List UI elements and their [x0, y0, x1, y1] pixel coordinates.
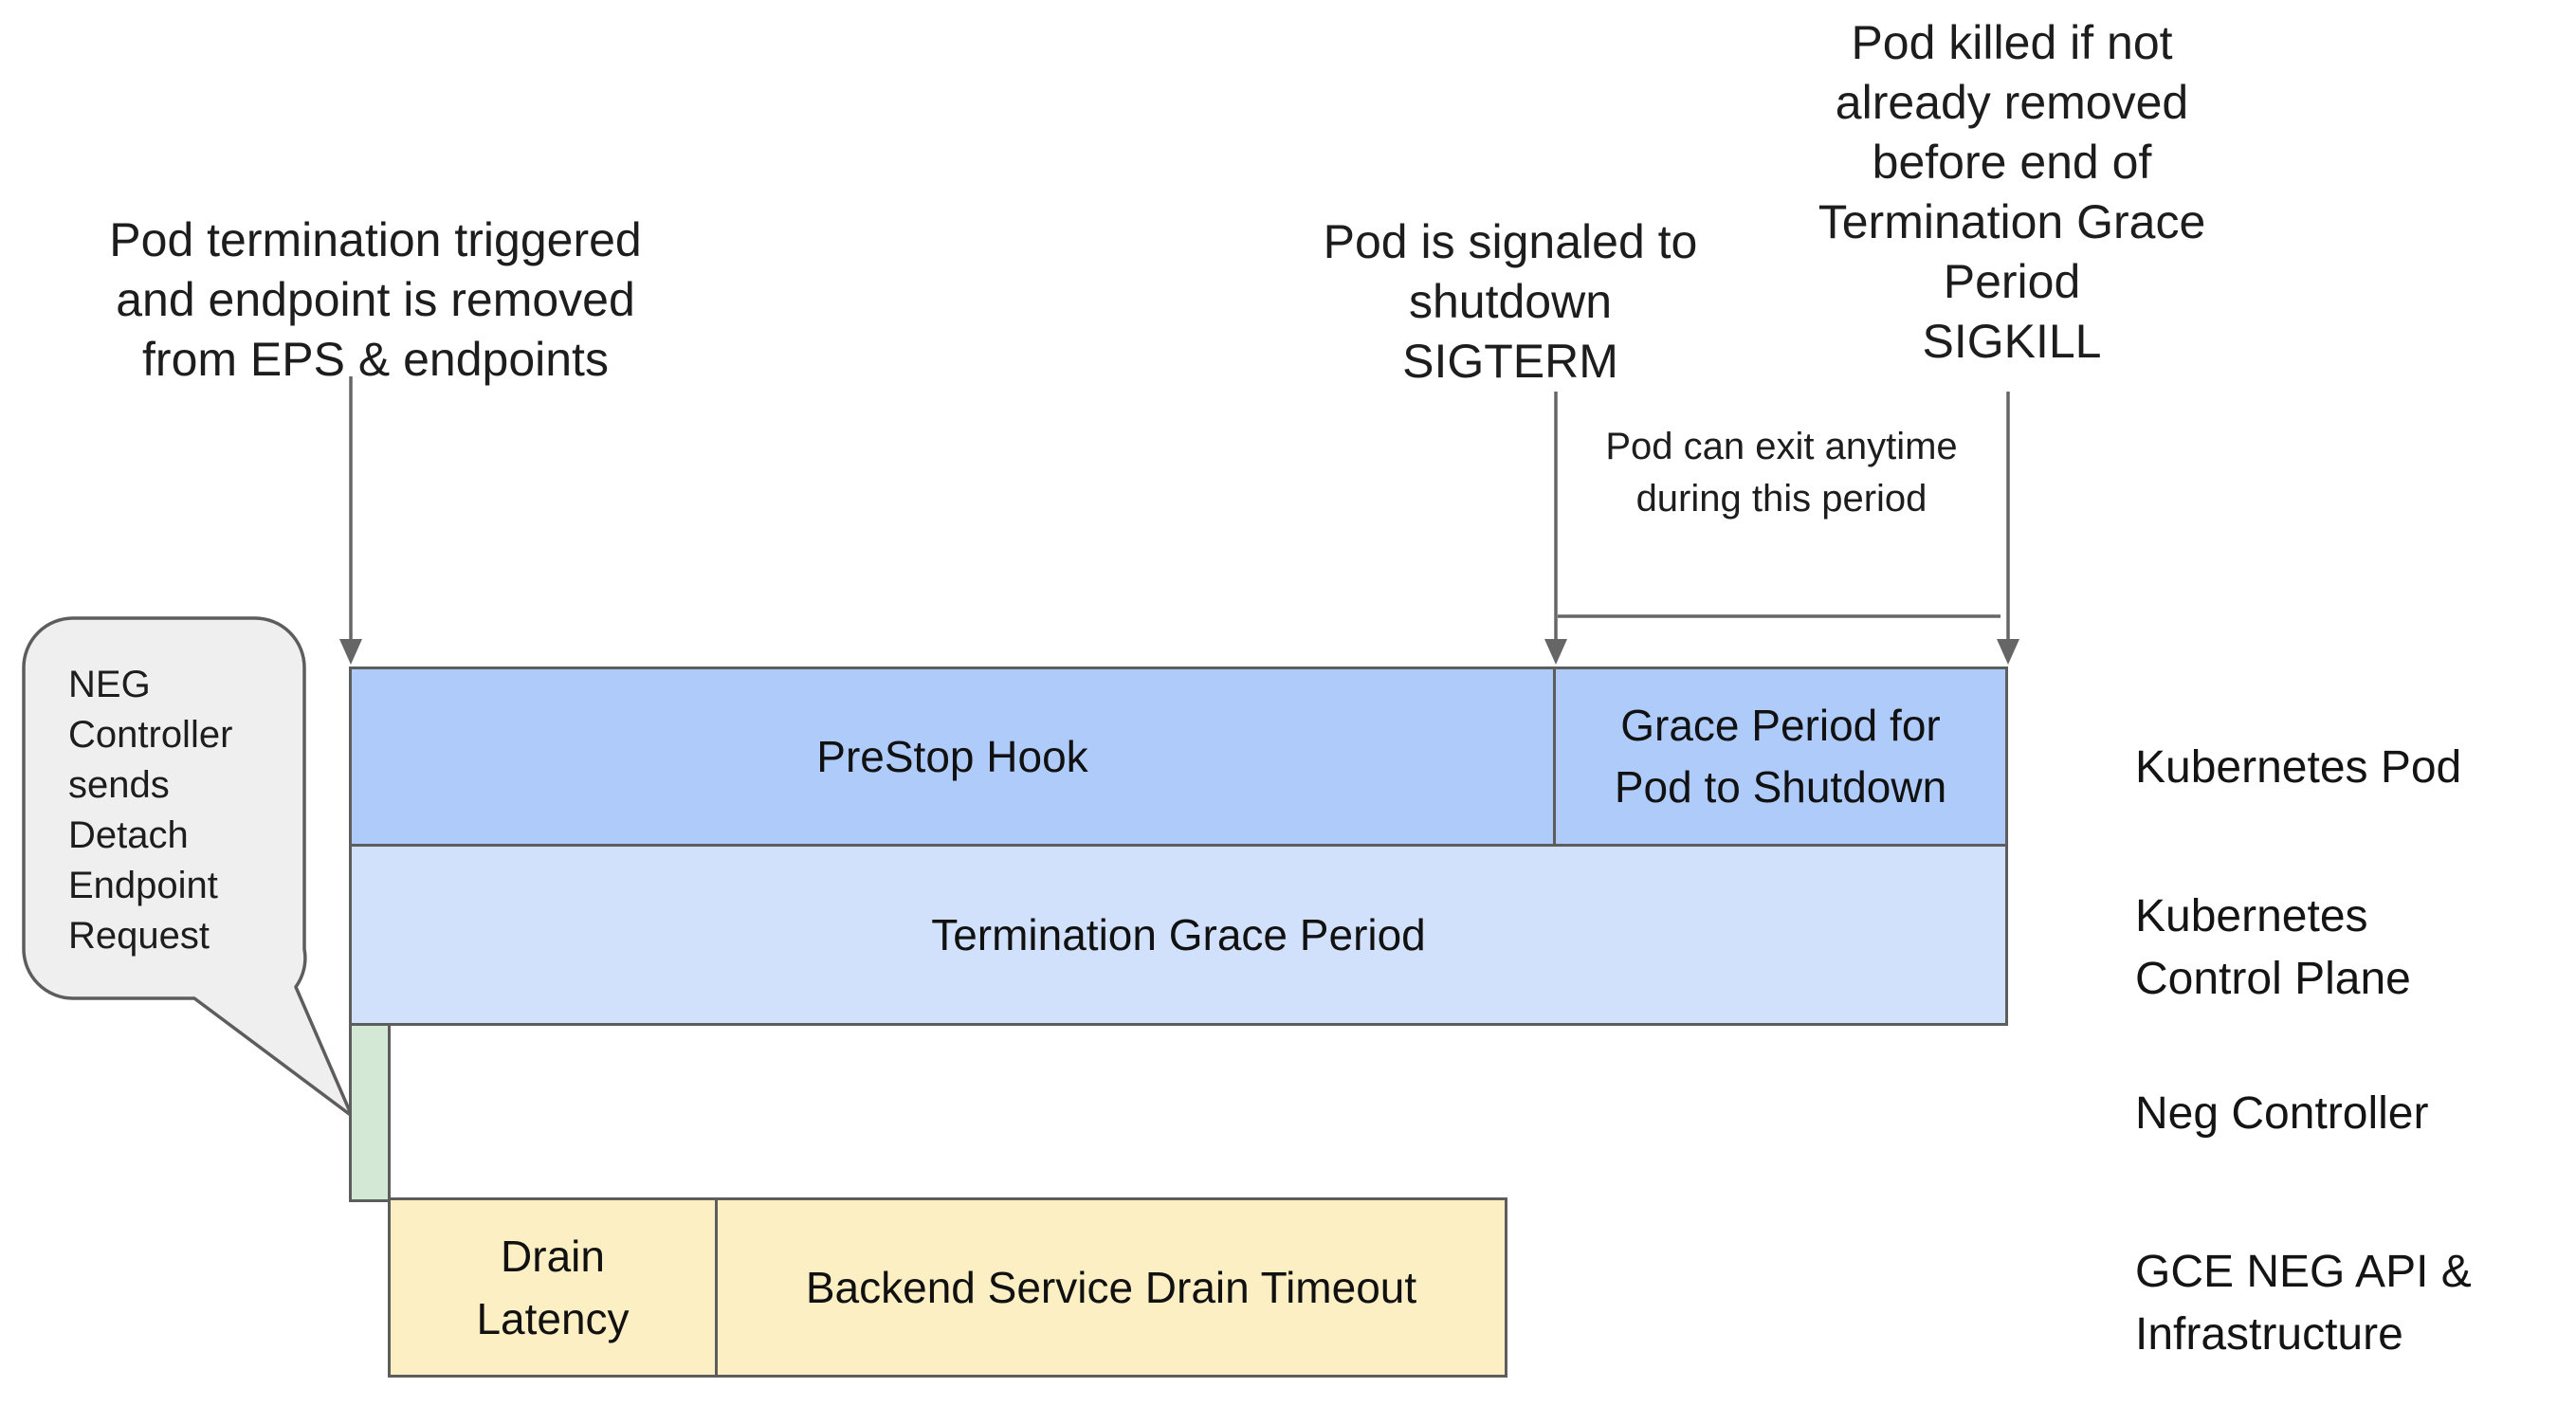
arrow-termination-trigger [339, 376, 362, 665]
lane-label-gce-neg-api: GCE NEG API & Infrastructure [2135, 1247, 2472, 1360]
lane-label-neg-controller: Neg Controller [2135, 1088, 2429, 1139]
bar-drain-latency-label: Drain Latency [476, 1232, 630, 1343]
annotation-sigkill: Pod killed if not already removed before… [1818, 16, 2206, 368]
bar-backend-service-drain-timeout: Backend Service Drain Timeout [715, 1197, 1507, 1378]
bar-grace-period-shutdown: Grace Period for Pod to Shutdown [1553, 666, 2008, 847]
bar-termination-grace-period-label: Termination Grace Period [931, 909, 1426, 959]
bar-prestop-hook-label: PreStop Hook [816, 731, 1088, 781]
lane-label-kubernetes-pod: Kubernetes Pod [2135, 742, 2462, 793]
annotation-exit-window: Pod can exit anytime during this period [1605, 426, 1958, 520]
lane-label-kubernetes-control-plane: Kubernetes Control Plane [2135, 891, 2411, 1004]
callout-neg-controller-text: NEG Controller sends Detach Endpoint Req… [68, 664, 233, 957]
bar-grace-period-shutdown-label: Grace Period for Pod to Shutdown [1614, 701, 1947, 812]
bar-backend-service-drain-timeout-label: Backend Service Drain Timeout [805, 1262, 1417, 1312]
bar-termination-grace-period: Termination Grace Period [349, 844, 2008, 1026]
bar-neg-detach [349, 1023, 391, 1202]
annotation-sigterm: Pod is signaled to shutdown SIGTERM [1323, 215, 1698, 388]
bar-prestop-hook: PreStop Hook [349, 666, 1556, 847]
bar-drain-latency: Drain Latency [388, 1197, 718, 1378]
annotation-pod-termination-triggered: Pod termination triggered and endpoint i… [109, 213, 642, 386]
